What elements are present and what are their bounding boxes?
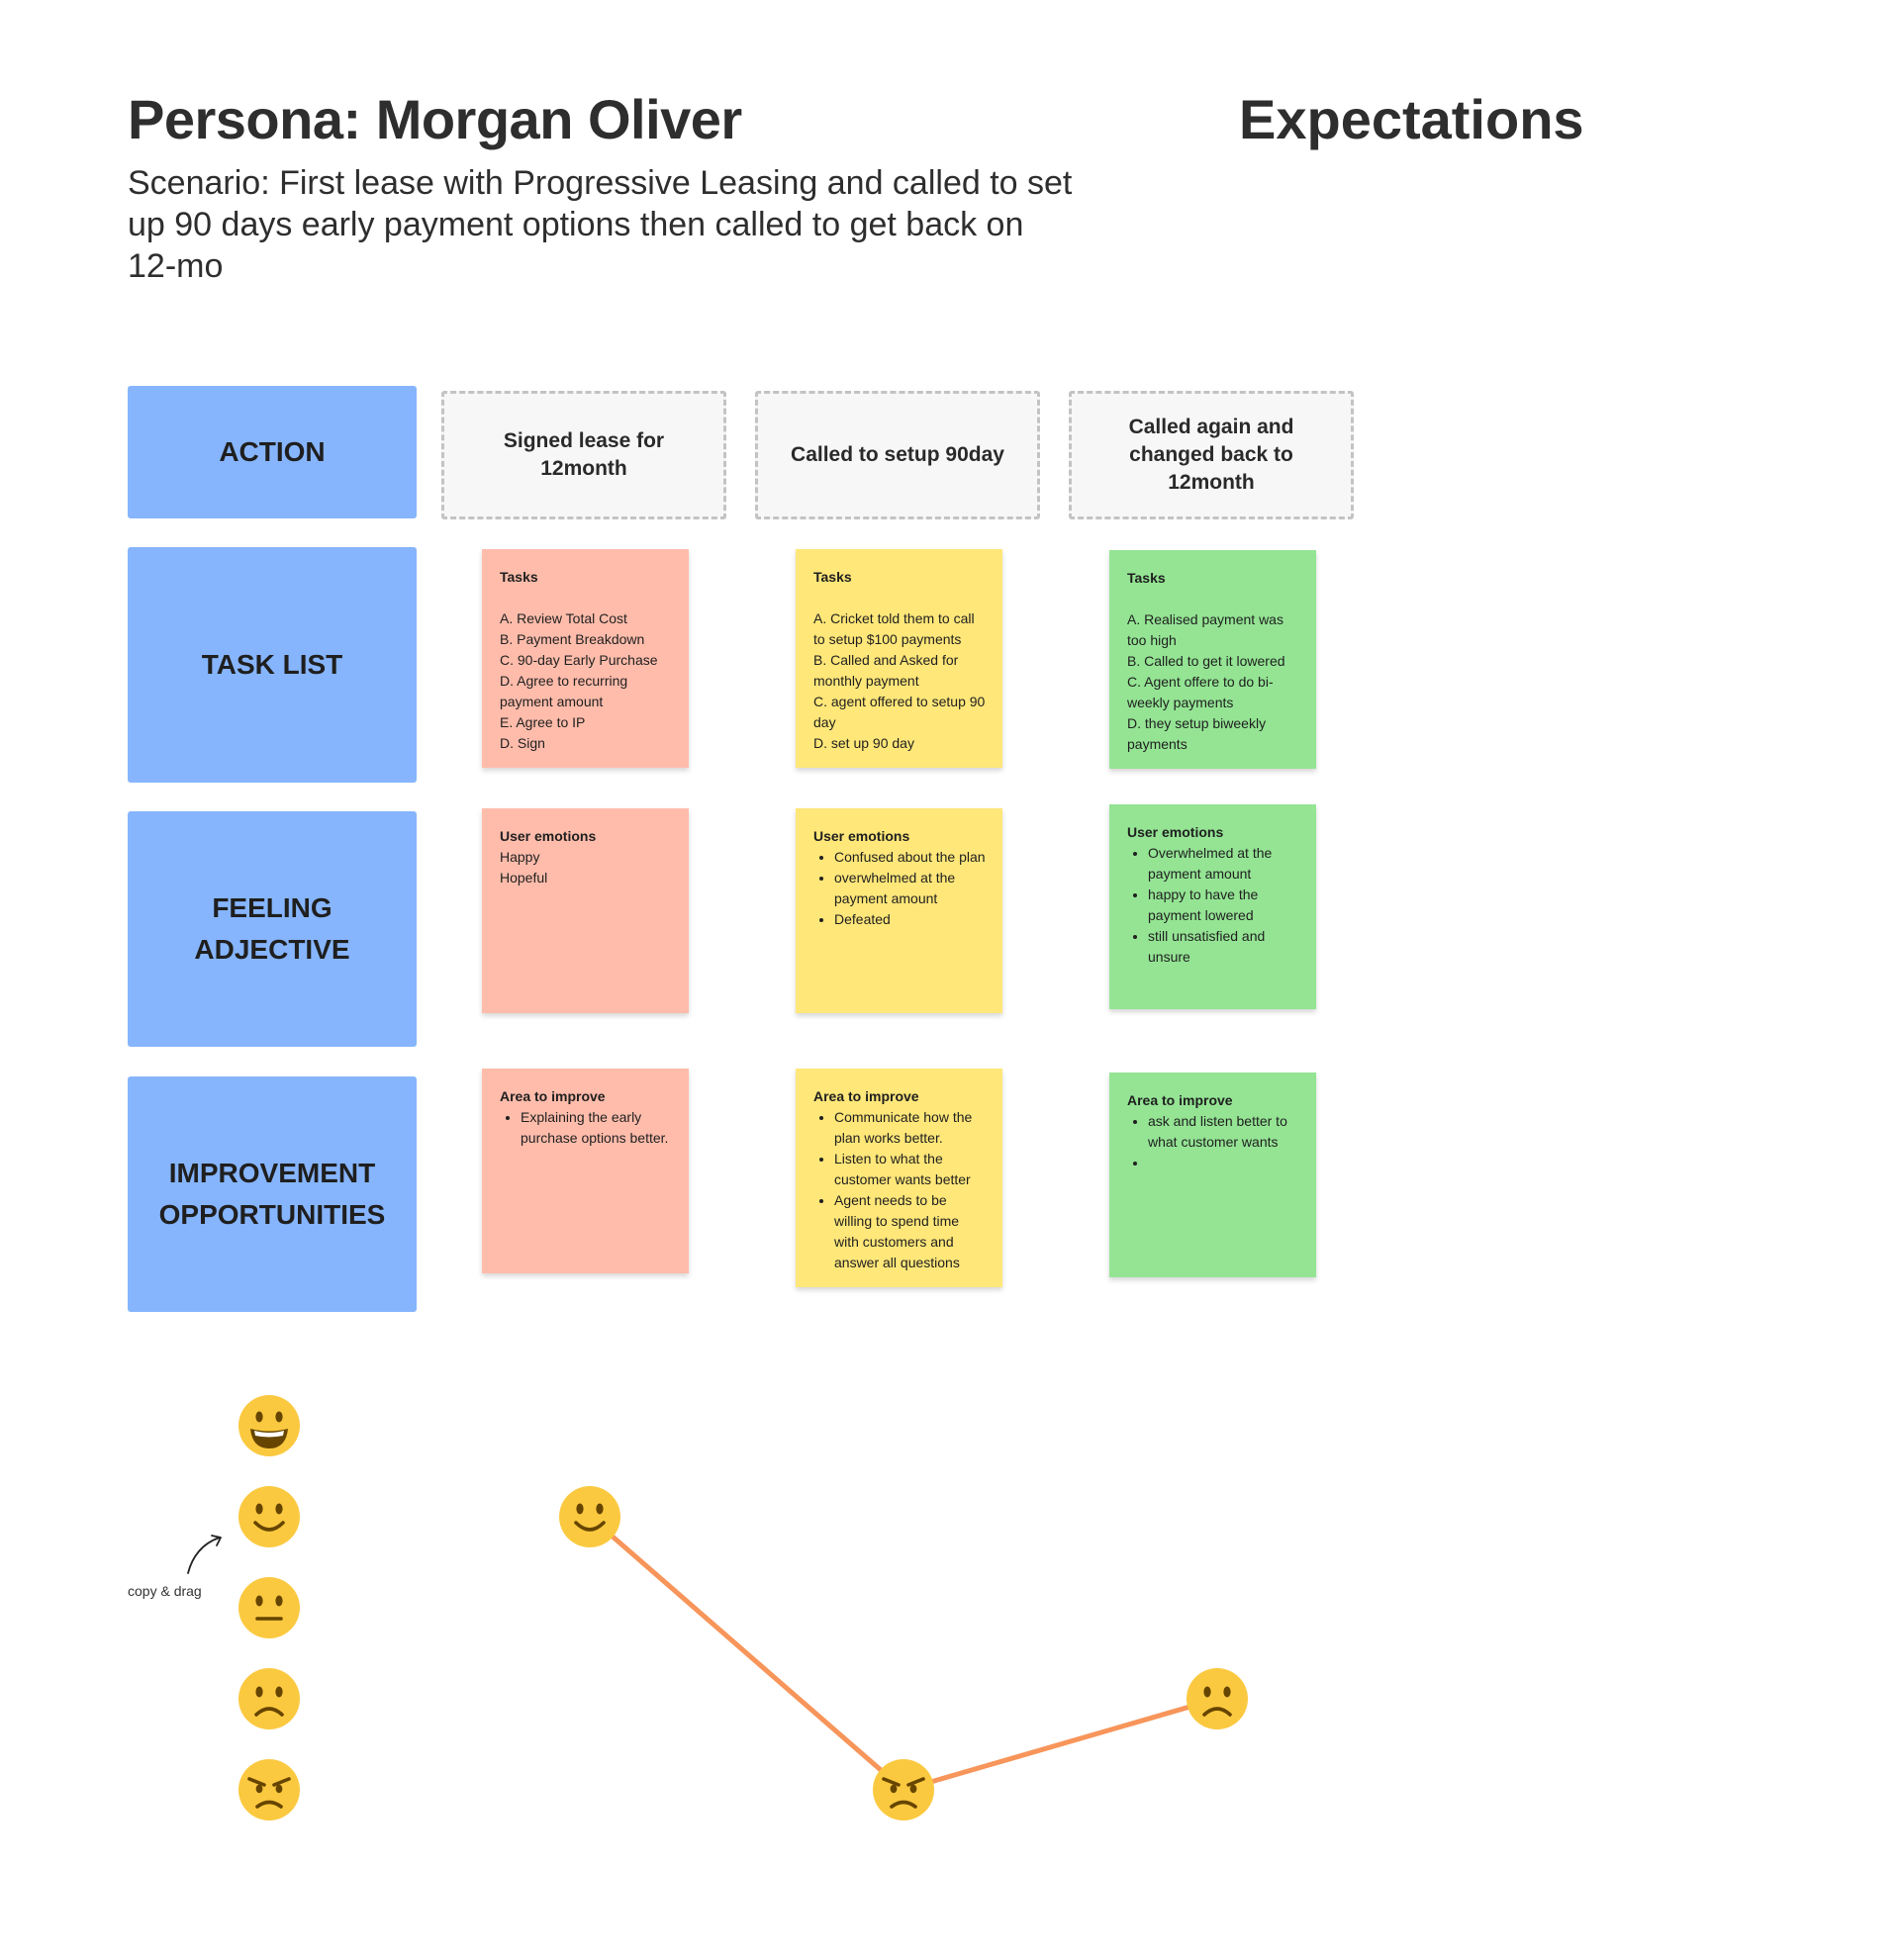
sticky-heading: Tasks bbox=[1127, 570, 1166, 586]
emotion-sticky-1[interactable]: User emotions Happy Hopeful bbox=[482, 808, 689, 1013]
stage-2[interactable]: Called to setup 90day bbox=[755, 391, 1040, 519]
stage-3-label: Called again and changed back to 12month bbox=[1128, 416, 1294, 494]
improve-bullet: Agent needs to be willing to spend time … bbox=[834, 1190, 987, 1273]
sticky-heading: User emotions bbox=[813, 828, 910, 844]
journey-angry-face-icon[interactable] bbox=[872, 1758, 935, 1821]
improve-bullet: ask and listen better to what customer w… bbox=[1148, 1111, 1300, 1153]
angry-face-icon[interactable] bbox=[238, 1758, 301, 1821]
emotion-list: Confused about the plan overwhelmed at t… bbox=[813, 847, 987, 930]
sad-face-glyph bbox=[238, 1668, 300, 1729]
emotion-bullet: Overwhelmed at the payment amount bbox=[1148, 843, 1300, 885]
task-item: B. Payment Breakdown bbox=[500, 631, 645, 647]
stage-2-label: Called to setup 90day bbox=[791, 443, 1004, 466]
task-item: C. agent offered to setup 90 day bbox=[813, 694, 986, 730]
stage-3[interactable]: Called again and changed back to 12month bbox=[1069, 391, 1354, 519]
sticky-heading: Area to improve bbox=[500, 1088, 606, 1104]
emotion-bullet: Confused about the plan bbox=[834, 847, 987, 868]
stage-1[interactable]: Signed lease for 12month bbox=[441, 391, 726, 519]
journey-happy-face-icon[interactable] bbox=[558, 1485, 621, 1548]
task-item: B. Called to get it lowered bbox=[1127, 653, 1285, 669]
sad-face-icon[interactable] bbox=[238, 1667, 301, 1730]
emotion-item: Hopeful bbox=[500, 870, 548, 886]
very-happy-face-glyph bbox=[238, 1395, 300, 1456]
neutral-face-icon[interactable] bbox=[238, 1576, 301, 1639]
emotion-bullet: still unsatisfied and unsure bbox=[1148, 926, 1300, 968]
task-item: A. Review Total Cost bbox=[500, 610, 627, 626]
persona-title: Persona: Morgan Oliver bbox=[128, 88, 742, 150]
sticky-heading: Area to improve bbox=[813, 1088, 919, 1104]
sticky-heading: User emotions bbox=[1127, 824, 1224, 840]
improve-sticky-1[interactable]: Area to improve Explaining the early pur… bbox=[482, 1069, 689, 1273]
emotion-bullet: happy to have the payment lowered bbox=[1148, 885, 1300, 926]
emotion-item: Happy bbox=[500, 849, 540, 865]
task-item: D. Sign bbox=[500, 735, 545, 751]
task-item: A. Realised payment was too high bbox=[1127, 611, 1283, 648]
improve-list: Communicate how the plan works better. L… bbox=[813, 1107, 987, 1273]
task-sticky-3[interactable]: Tasks A. Realised payment was too high B… bbox=[1109, 550, 1316, 769]
task-item: D. Agree to recurring payment amount bbox=[500, 673, 628, 709]
curved-arrow-icon bbox=[187, 1535, 222, 1574]
task-item: D. set up 90 day bbox=[813, 735, 914, 751]
improve-bullet: Explaining the early purchase options be… bbox=[521, 1107, 673, 1149]
sticky-heading: Tasks bbox=[813, 569, 852, 585]
angry-face-glyph bbox=[873, 1759, 934, 1820]
stage-1-label: Signed lease for 12month bbox=[503, 429, 665, 480]
neutral-face-glyph bbox=[238, 1577, 300, 1638]
row-label-task-list: TASK LIST bbox=[128, 547, 417, 783]
task-item: A. Cricket told them to call to setup $1… bbox=[813, 610, 975, 647]
emotion-bullet: Defeated bbox=[834, 909, 987, 930]
happy-face-glyph bbox=[238, 1486, 300, 1547]
emotion-sticky-2[interactable]: User emotions Confused about the plan ov… bbox=[796, 808, 1002, 1013]
happy-face-glyph bbox=[559, 1486, 620, 1547]
emotion-bullet: overwhelmed at the payment amount bbox=[834, 868, 987, 909]
emotion-list: Overwhelmed at the payment amount happy … bbox=[1127, 843, 1300, 968]
improve-list: Explaining the early purchase options be… bbox=[500, 1107, 673, 1149]
task-item: C. Agent offere to do bi-weekly payments bbox=[1127, 674, 1274, 710]
very-happy-face-icon[interactable] bbox=[238, 1394, 301, 1457]
sticky-heading: Area to improve bbox=[1127, 1092, 1233, 1108]
task-sticky-1[interactable]: Tasks A. Review Total Cost B. Payment Br… bbox=[482, 549, 689, 768]
improve-bullet: Listen to what the customer wants better bbox=[834, 1149, 987, 1190]
improve-sticky-2[interactable]: Area to improve Communicate how the plan… bbox=[796, 1069, 1002, 1287]
emotion-sticky-3[interactable]: User emotions Overwhelmed at the payment… bbox=[1109, 804, 1316, 1009]
task-sticky-2[interactable]: Tasks A. Cricket told them to call to se… bbox=[796, 549, 1002, 768]
row-label-improvement: IMPROVEMENT OPPORTUNITIES bbox=[128, 1076, 417, 1312]
task-item: B. Called and Asked for monthly payment bbox=[813, 652, 959, 689]
improve-sticky-3[interactable]: Area to improve ask and listen better to… bbox=[1109, 1073, 1316, 1277]
row-label-feeling: FEELING ADJECTIVE bbox=[128, 811, 417, 1047]
scenario-text: Scenario: First lease with Progressive L… bbox=[128, 164, 1073, 285]
copy-drag-hint: copy & drag bbox=[128, 1583, 202, 1599]
sticky-heading: Tasks bbox=[500, 569, 538, 585]
improve-list: ask and listen better to what customer w… bbox=[1127, 1111, 1300, 1173]
task-item: E. Agree to IP bbox=[500, 714, 586, 730]
row-label-action: ACTION bbox=[128, 386, 417, 518]
happy-face-icon[interactable] bbox=[238, 1485, 301, 1548]
expectations-title: Expectations bbox=[1239, 88, 1584, 150]
task-item: D. they setup biweekly payments bbox=[1127, 715, 1267, 752]
angry-face-glyph bbox=[238, 1759, 300, 1820]
journey-sad-face-icon[interactable] bbox=[1186, 1667, 1249, 1730]
sad-face-glyph bbox=[1187, 1668, 1248, 1729]
improve-bullet: Communicate how the plan works better. bbox=[834, 1107, 987, 1149]
sticky-heading: User emotions bbox=[500, 828, 597, 844]
journey-path bbox=[587, 1514, 1220, 1793]
task-item: C. 90-day Early Purchase bbox=[500, 652, 658, 668]
